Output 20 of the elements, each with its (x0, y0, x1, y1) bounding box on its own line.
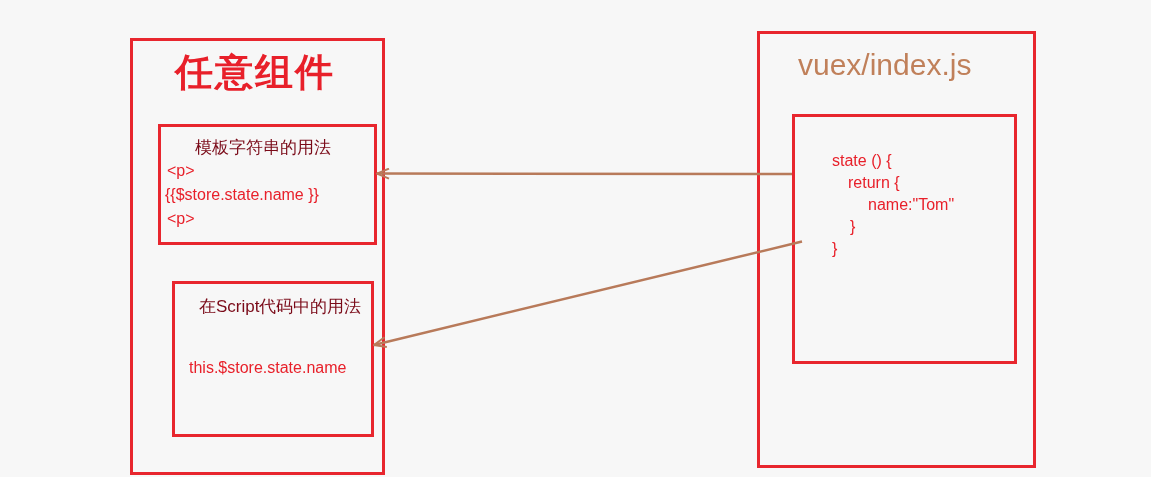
code-line: this.$store.state.name (189, 358, 347, 378)
outlined-box (172, 281, 374, 437)
arrow (376, 167, 792, 180)
code-line: <p> (167, 209, 195, 229)
section-heading: 在Script代码中的用法 (199, 296, 362, 318)
code-line: state () { (832, 151, 892, 171)
code-line: return { (848, 173, 900, 193)
arrow (373, 240, 803, 348)
code-line: } (850, 217, 856, 237)
file-name: vuex/index.js (798, 47, 972, 83)
outlined-box (792, 114, 1017, 364)
code-line: {{$store.state.name }} (165, 185, 319, 205)
outlined-box (757, 31, 1036, 468)
code-line: } (832, 239, 838, 259)
outlined-box (130, 38, 385, 475)
outlined-box (158, 124, 377, 245)
component-title: 任意组件 (175, 50, 335, 95)
code-line: <p> (167, 161, 195, 181)
code-line: name:"Tom" (868, 195, 955, 215)
section-heading: 模板字符串的用法 (195, 137, 331, 159)
